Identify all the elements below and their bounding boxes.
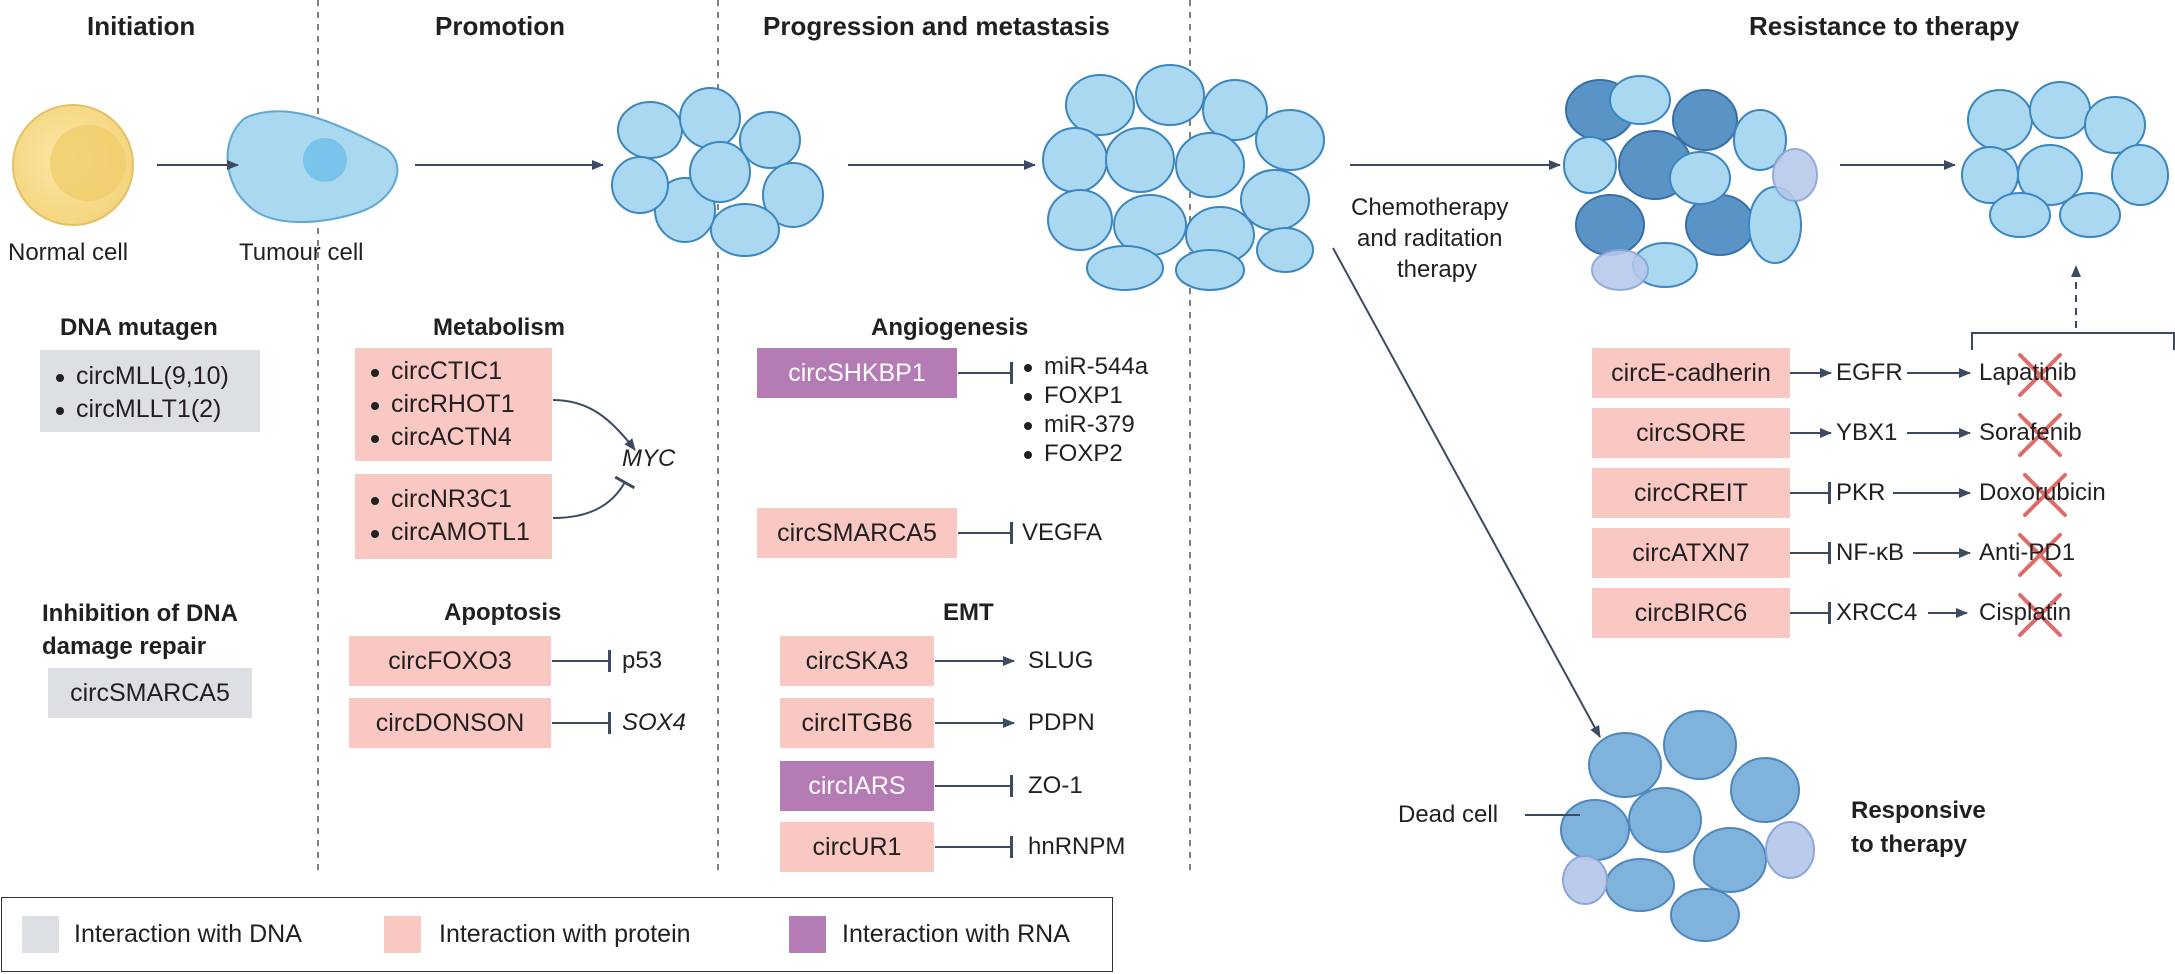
resistance-mediator: EGFR <box>1836 359 1903 386</box>
dna-mutagen-item: circMLL(9,10) <box>54 360 260 393</box>
shkbp1-target: miR-379 <box>1022 410 1148 439</box>
shkbp1-target: FOXP2 <box>1022 439 1148 468</box>
shkbp1-targets: miR-544a FOXP1 miR-379 FOXP2 <box>1022 352 1148 468</box>
responsive-label-2: to therapy <box>1851 831 1968 858</box>
metabolism-group1-box: circCTIC1 circRHOT1 circACTN4 <box>355 348 552 461</box>
shkbp1-box: circSHKBP1 <box>757 348 957 398</box>
stage-promotion: Promotion <box>435 11 565 41</box>
emt-circ-box: circUR1 <box>780 822 934 872</box>
apoptosis-circ-box: circFOXO3 <box>349 636 551 686</box>
resistance-drug: Sorafenib <box>1979 419 2082 446</box>
dna-repair-box: circSMARCA5 <box>48 668 252 718</box>
resistance-drug: Anti-PD1 <box>1979 539 2076 566</box>
resistance-mediator: NF-κB <box>1836 539 1904 566</box>
emt-target: ZO-1 <box>1028 772 1083 799</box>
metabolism-item: circNR3C1 <box>369 483 552 516</box>
responsive-label-1: Responsive <box>1851 797 1986 824</box>
metabolism-item: circACTN4 <box>369 421 552 454</box>
resistance-mediator: YBX1 <box>1836 419 1898 446</box>
dead-cell-label: Dead cell <box>1398 801 1499 828</box>
cross-sorafenib-icon <box>2018 413 2062 457</box>
apoptosis-title: Apoptosis <box>444 599 562 626</box>
myc-label: MYC <box>622 445 676 472</box>
apoptosis-target: p53 <box>622 647 663 674</box>
emt-circ-box: circIARS <box>780 761 934 811</box>
cross-cisplatin-icon <box>2018 593 2062 637</box>
dna-mutagen-title: DNA mutagen <box>60 314 218 341</box>
stage-initiation: Initiation <box>87 11 196 41</box>
metabolism-item: circRHOT1 <box>369 388 552 421</box>
normal-cell-icon <box>12 104 134 226</box>
stage-resistance: Resistance to therapy <box>1749 11 2020 41</box>
dna-mutagen-box: circMLL(9,10) circMLLT1(2) <box>40 350 260 432</box>
legend-rna-label: Interaction with RNA <box>842 920 1070 948</box>
therapy-label-2: and raditation <box>1357 225 1503 252</box>
resistance-drug: Doxorubicin <box>1979 479 2106 506</box>
legend: Interaction with DNA Interaction with pr… <box>1 897 1113 972</box>
shkbp1-target: FOXP1 <box>1022 381 1148 410</box>
stage-progression: Progression and metastasis <box>763 11 1110 41</box>
dna-repair-title-1: Inhibition of DNA <box>42 600 238 627</box>
resistant-cluster-icon <box>1563 75 1818 291</box>
resistance-mediator: PKR <box>1836 479 1886 506</box>
emt-circ-box: circITGB6 <box>780 698 934 748</box>
emt-target: PDPN <box>1028 709 1095 736</box>
tumour-cell-label: Tumour cell <box>239 239 364 266</box>
legend-dna-swatch <box>22 916 59 953</box>
resistance-circ-box: circBIRC6 <box>1592 588 1790 638</box>
smarca5-box: circSMARCA5 <box>757 508 957 558</box>
therapy-label-1: Chemotherapy <box>1351 194 1509 221</box>
resistance-circ-box: circCREIT <box>1592 468 1790 518</box>
legend-protein-swatch <box>384 916 421 953</box>
tumour-cluster-large-icon <box>1042 64 1325 291</box>
apoptosis-circ-box: circDONSON <box>349 698 551 748</box>
resistance-circ-box: circATXN7 <box>1592 528 1790 578</box>
resistance-circ-box: circSORE <box>1592 408 1790 458</box>
dna-mutagen-item: circMLLT1(2) <box>54 393 260 426</box>
cross-lapatinib-icon <box>2018 353 2062 397</box>
tumour-cell-icon <box>226 110 399 223</box>
legend-protein-label: Interaction with protein <box>439 920 691 948</box>
metabolism-item: circAMOTL1 <box>369 516 552 549</box>
resistance-drug: Cisplatin <box>1979 599 2072 626</box>
emt-target: hnRNPM <box>1028 833 1126 860</box>
shkbp1-target: miR-544a <box>1022 352 1148 381</box>
emt-title: EMT <box>943 599 994 626</box>
cross-antipd1-icon <box>2018 533 2062 577</box>
angiogenesis-title: Angiogenesis <box>871 314 1029 341</box>
tumour-cluster-small-icon <box>611 87 824 257</box>
legend-dna-label: Interaction with DNA <box>74 920 302 948</box>
metabolism-group2-box: circNR3C1 circAMOTL1 <box>355 474 552 559</box>
normal-cell-label: Normal cell <box>8 239 129 266</box>
arrow-to-dead <box>1332 247 1601 738</box>
resistant-tumour-cluster-icon <box>1961 81 2169 238</box>
drug-bracket <box>1971 332 2175 350</box>
emt-circ-box: circSKA3 <box>780 636 934 686</box>
vegfa-label: VEGFA <box>1022 519 1103 546</box>
dna-repair-title-2: damage repair <box>42 633 207 660</box>
metabolism-item: circCTIC1 <box>369 355 552 388</box>
dead-cell-cluster-icon <box>1560 710 1815 942</box>
emt-target: SLUG <box>1028 647 1094 674</box>
arrow-metabolism-to-myc <box>552 399 636 451</box>
metabolism-title: Metabolism <box>433 314 566 341</box>
resistance-mediator: XRCC4 <box>1836 599 1918 626</box>
therapy-label-3: therapy <box>1397 256 1478 283</box>
inhibit-metabolism-to-myc <box>552 475 636 519</box>
cross-doxorubicin-icon <box>2023 473 2067 517</box>
apoptosis-target: SOX4 <box>622 709 687 736</box>
resistance-drug: Lapatinib <box>1979 359 2077 386</box>
resistance-circ-box: circE-cadherin <box>1592 348 1790 398</box>
legend-rna-swatch <box>789 916 826 953</box>
